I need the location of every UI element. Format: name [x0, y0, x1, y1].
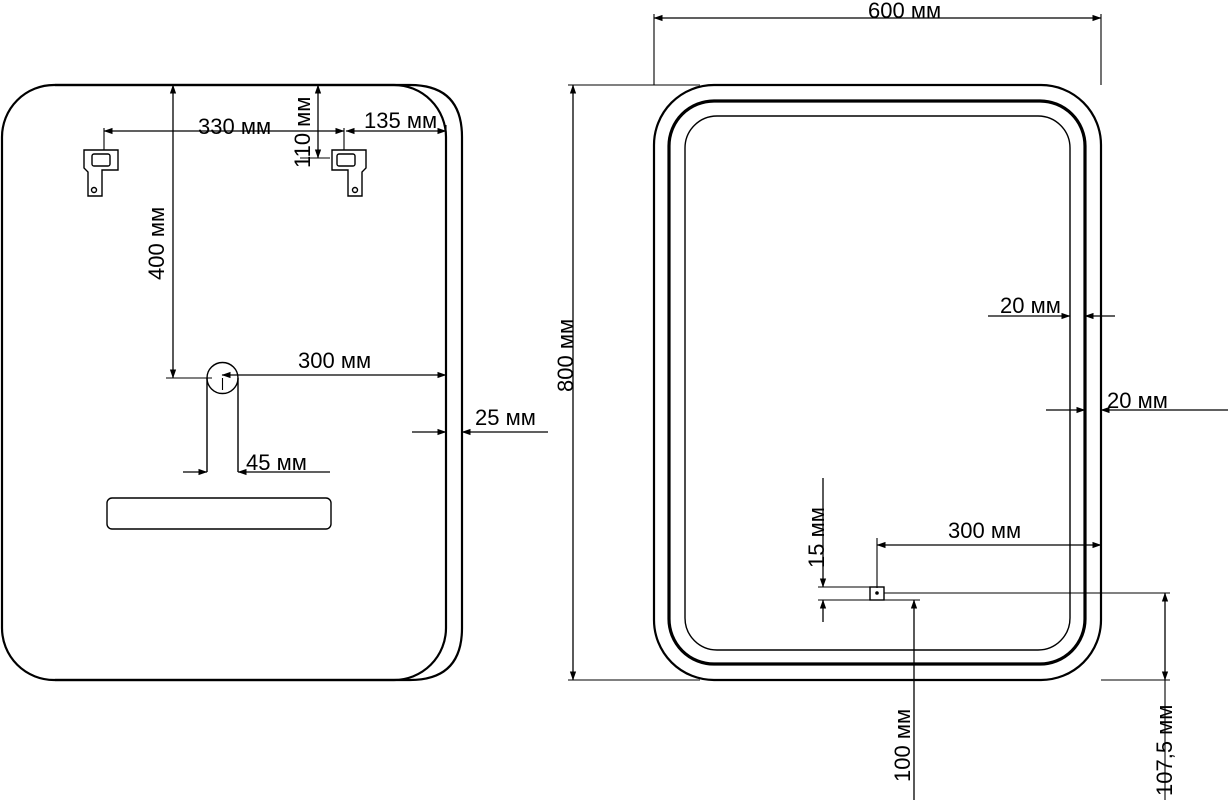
dim-led-offset-2-label: 20 мм	[1107, 388, 1168, 413]
dim-switch-height-label: 400 мм	[144, 207, 169, 280]
dim-hanger-spacing: 330 мм	[103, 114, 345, 150]
dim-hanger-edge: 135 мм	[345, 108, 447, 150]
dim-hanger-top-label: 110 мм	[290, 97, 315, 168]
dim-height: 800 мм	[553, 84, 700, 681]
dim-depth: 25 мм	[412, 405, 548, 440]
back-view-slot	[106, 497, 332, 530]
dim-width-label: 600 мм	[868, 0, 941, 23]
dim-switch-height: 400 мм	[144, 84, 212, 379]
dim-sensor-bottom: 100 мм	[890, 599, 918, 800]
dim-sensor-total-label: 107,5 мм	[1152, 705, 1177, 796]
dim-sensor-bottom-label: 100 мм	[890, 709, 915, 782]
hanger-right	[331, 149, 367, 197]
dim-hanger-edge-label: 135 мм	[364, 108, 437, 133]
switch-housing	[206, 361, 239, 472]
hanger-left	[83, 149, 119, 197]
back-view: 330 мм 135 мм 110 мм 400 мм 300 мм	[0, 83, 548, 682]
dim-switch-edge: 300 мм	[221, 348, 447, 379]
dim-height-label: 800 мм	[553, 319, 578, 392]
front-view: 600 мм 800 мм 20 мм 20 мм 300 мм	[553, 0, 1228, 800]
dim-depth-label: 25 мм	[475, 405, 536, 430]
dim-switch-width: 45 мм	[183, 450, 330, 476]
dim-switch-edge-label: 300 мм	[298, 348, 371, 373]
dim-sensor-size-label: 15 мм	[804, 507, 829, 568]
dim-width: 600 мм	[653, 0, 1102, 85]
dim-switch-width-label: 45 мм	[246, 450, 307, 475]
dim-led-offset-1-label: 20 мм	[1000, 293, 1061, 318]
dim-hanger-spacing-label: 330 мм	[198, 114, 271, 139]
dim-sensor-total: 107,5 мм	[884, 592, 1177, 800]
dim-sensor-size: 15 мм	[804, 478, 920, 622]
dim-sensor-edge-label: 300 мм	[948, 518, 1021, 543]
back-view-depth-edge	[55, 83, 464, 682]
dim-led-offset-1: 20 мм	[988, 293, 1115, 320]
dim-sensor-edge: 300 мм	[876, 518, 1102, 588]
front-view-frame	[652, 83, 1103, 682]
front-view-led-strip	[667, 99, 1087, 666]
back-view-panel	[0, 83, 448, 682]
front-view-mirror	[684, 115, 1071, 651]
dim-hanger-top: 110 мм	[290, 84, 330, 168]
dim-led-offset-2: 20 мм	[1046, 388, 1228, 414]
